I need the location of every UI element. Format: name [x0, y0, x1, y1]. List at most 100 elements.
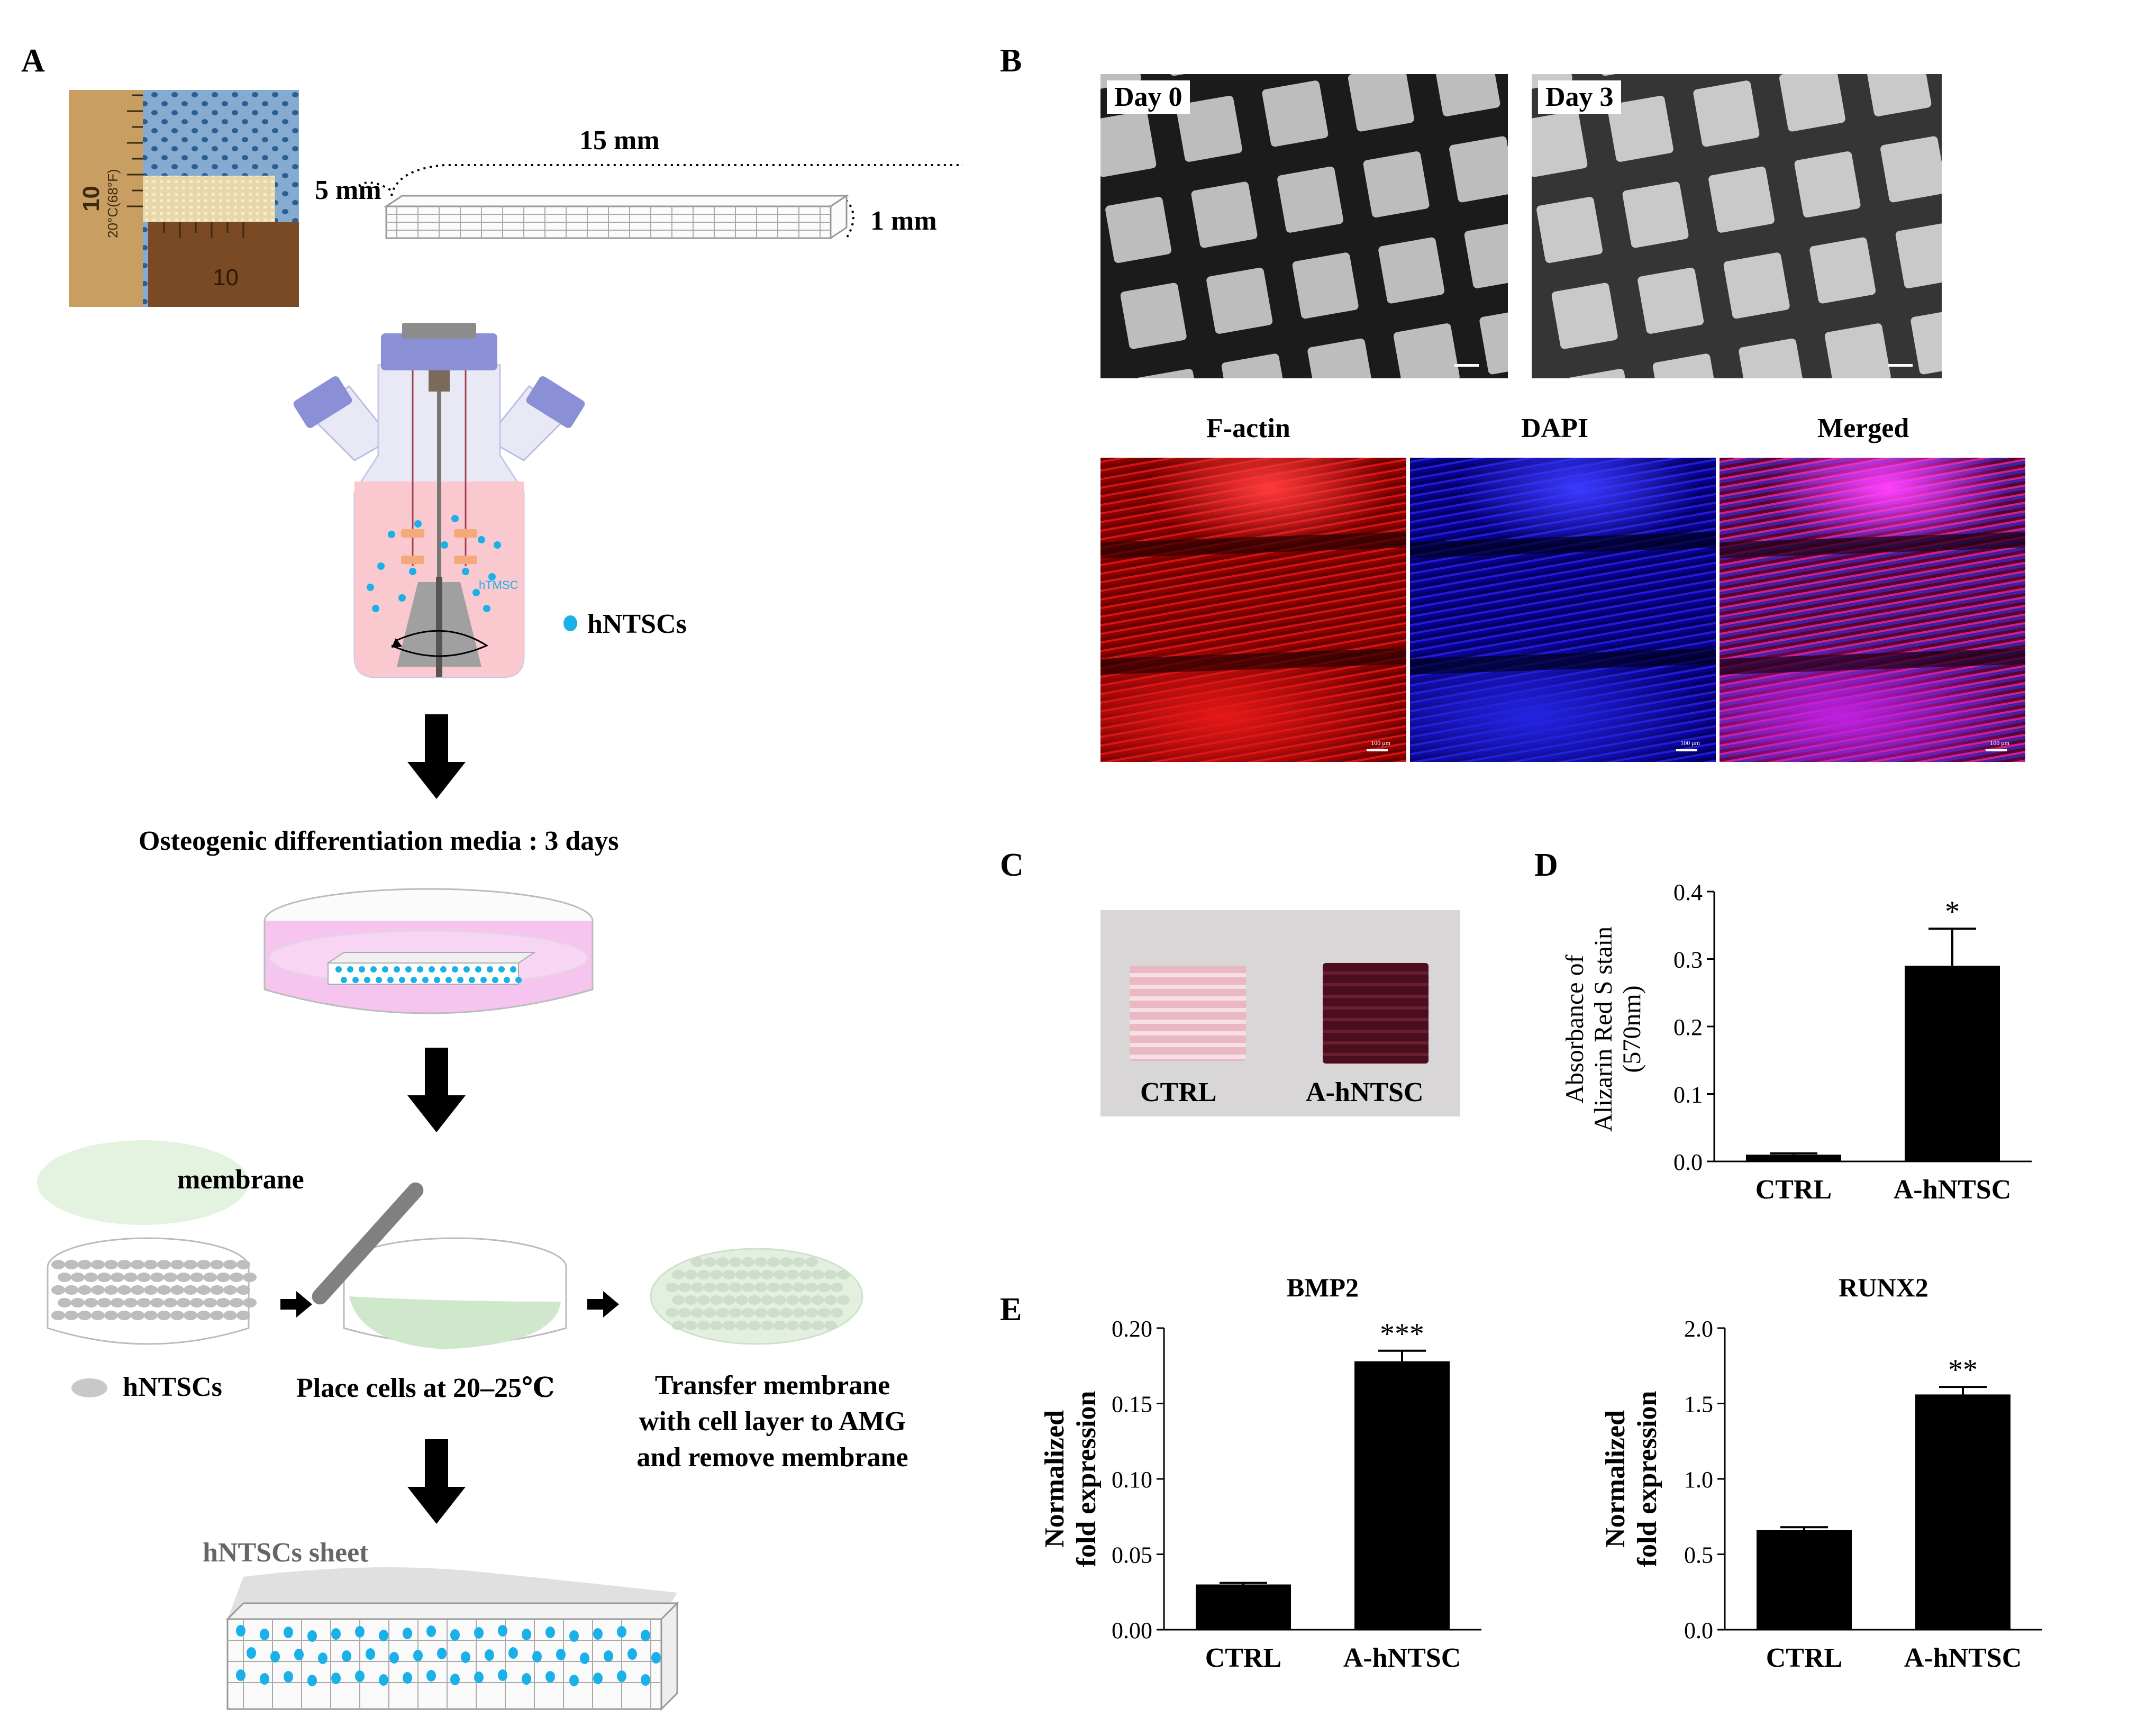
- day3-label: Day 3: [1538, 80, 1621, 114]
- y-tick-label: 0.2: [1673, 1014, 1703, 1040]
- bar-a-hntsc: [1354, 1361, 1450, 1630]
- chart-title: BMP2: [1287, 1273, 1359, 1302]
- membrane-disc: [37, 1140, 249, 1225]
- y-tick-label: 0.10: [1112, 1467, 1152, 1493]
- treated-scaffold-sample: [1323, 963, 1429, 1064]
- y-tick-label: 0.1: [1673, 1082, 1703, 1108]
- x-category-label: A-hNTSC: [1343, 1643, 1461, 1673]
- dimension-width-label: 5 mm: [315, 175, 381, 205]
- scale-text: 100 μm: [1371, 739, 1390, 747]
- y-tick-label: 0.0: [1673, 1149, 1703, 1175]
- dimension-height-label: 1 mm: [870, 206, 937, 236]
- transfer-line-3: and remove membrane: [636, 1442, 908, 1473]
- fluorescence-dapi: 100 μm: [1410, 458, 1716, 762]
- microscopy-day0: Day 0: [1100, 74, 1508, 378]
- fluorescence-factin: 100 μm: [1100, 458, 1406, 762]
- y-tick-label: 0.20: [1112, 1316, 1152, 1342]
- x-category-label: CTRL: [1755, 1175, 1832, 1205]
- scale-bar: [1454, 364, 1479, 367]
- y-tick-label: 0.00: [1112, 1618, 1152, 1643]
- y-axis-label-line2: fold expression: [1632, 1391, 1662, 1567]
- ctrl-photo-label: CTRL: [1140, 1077, 1217, 1107]
- y-axis-label-line1: Normalized: [1600, 1410, 1631, 1548]
- scale-bar: [1676, 749, 1697, 751]
- y-tick-label: 1.0: [1684, 1467, 1713, 1493]
- panel-label-d: D: [1534, 847, 1558, 883]
- transfer-membrane-text: Transfer membrane with cell layer to AMG…: [624, 1368, 921, 1476]
- significance-mark: **: [1948, 1353, 1978, 1386]
- cell-legend-grey-icon: [71, 1378, 107, 1397]
- bioreactor-illustration: [293, 323, 585, 678]
- y-tick-label: 0.05: [1112, 1542, 1152, 1568]
- scale-bar: [1986, 749, 2007, 751]
- cell-legend-icon: [563, 615, 577, 631]
- scale-bar: [1888, 364, 1913, 367]
- down-arrow-icon: [407, 1048, 466, 1132]
- alizarin-photo: CTRL A-hNTSC: [1100, 910, 1460, 1116]
- panel-label-c: C: [1000, 847, 1024, 883]
- y-tick-label: 0.0: [1684, 1618, 1713, 1643]
- cells-legend-label: hNTSCs: [123, 1372, 222, 1402]
- scale-text: 100 μm: [1680, 739, 1700, 747]
- significance-mark: ***: [1380, 1318, 1424, 1350]
- panel-label-e: E: [1000, 1292, 1022, 1328]
- y-tick-label: 0.5: [1684, 1542, 1713, 1568]
- ruler-number-bottom: 10: [213, 265, 239, 290]
- membrane-workflow-illustration: [37, 1140, 863, 1349]
- bar-a-hntsc: [1905, 966, 2000, 1161]
- y-tick-label: 2.0: [1684, 1316, 1713, 1342]
- bar-ctrl: [1196, 1584, 1291, 1630]
- bar-a-hntsc: [1915, 1394, 2011, 1630]
- x-category-label: CTRL: [1766, 1643, 1842, 1673]
- panel-label-b: B: [1000, 43, 1022, 79]
- channel-label-dapi: DAPI: [1521, 413, 1589, 443]
- scaffold-schematic: [353, 164, 963, 240]
- treated-photo-label: A-hNTSC: [1306, 1077, 1424, 1107]
- y-tick-label: 0.4: [1673, 879, 1703, 905]
- bar-ctrl: [1757, 1530, 1852, 1630]
- down-arrow-icon: [407, 1439, 466, 1524]
- length-dimension-arc: [390, 164, 963, 196]
- scale-bar: [1367, 749, 1388, 751]
- day0-label: Day 0: [1107, 80, 1190, 114]
- transfer-line-1: Transfer membrane: [654, 1370, 890, 1401]
- ruler-temperature: 20°C(68°F): [105, 169, 121, 238]
- x-category-label: A-hNTSC: [1894, 1175, 2012, 1205]
- y-tick-label: 0.15: [1112, 1392, 1152, 1418]
- ctrl-scaffold-sample: [1130, 966, 1246, 1061]
- channel-label-factin: F-actin: [1206, 413, 1290, 443]
- y-tick-label: 1.5: [1684, 1392, 1713, 1418]
- step-osteogenic-media: Osteogenic differentiation media : 3 day…: [139, 826, 619, 856]
- chart-title: RUNX2: [1839, 1273, 1928, 1302]
- chart-d-ylabel-line3: (570nm): [1618, 985, 1646, 1073]
- down-arrow-icon: [407, 714, 466, 799]
- y-axis-label-line2: fold expression: [1071, 1391, 1102, 1567]
- x-category-label: A-hNTSC: [1904, 1643, 2022, 1673]
- x-category-label: CTRL: [1205, 1643, 1281, 1673]
- scale-text: 100 μm: [1990, 739, 2009, 747]
- bar-ctrl: [1746, 1155, 1841, 1161]
- membrane-label: membrane: [177, 1165, 304, 1195]
- fluorescence-merged: 100 μm: [1720, 458, 2025, 762]
- place-cells-label: Place cells at 20–25℃: [296, 1373, 555, 1403]
- scaffold-photo: 10 20°C(68°F) 10: [69, 90, 299, 307]
- channel-label-merged: Merged: [1817, 413, 1909, 443]
- culture-dish-illustration: [263, 888, 594, 1014]
- y-axis-label-line1: Normalized: [1040, 1410, 1070, 1548]
- bioreactor-inner-label: hTMSC: [479, 578, 518, 592]
- transfer-line-2: with cell layer to AMG: [639, 1406, 906, 1437]
- cell-legend-label: hNTSCs: [587, 609, 687, 639]
- chart-d-ylabel-line2: Alizarin Red S stain: [1589, 926, 1617, 1132]
- chart-d-ylabel-line1: Absorbance of: [1561, 955, 1589, 1104]
- panel-label-a: A: [21, 43, 45, 79]
- y-tick-label: 0.3: [1673, 947, 1703, 973]
- cell-sheet-scaffold-illustration: [225, 1567, 679, 1711]
- microscopy-day3: Day 3: [1532, 74, 1942, 378]
- sheet-label: hNTSCs sheet: [203, 1538, 369, 1568]
- ruler-number-top: 10: [78, 186, 104, 212]
- dimension-length-label: 15 mm: [579, 125, 660, 156]
- significance-mark: *: [1945, 895, 1960, 928]
